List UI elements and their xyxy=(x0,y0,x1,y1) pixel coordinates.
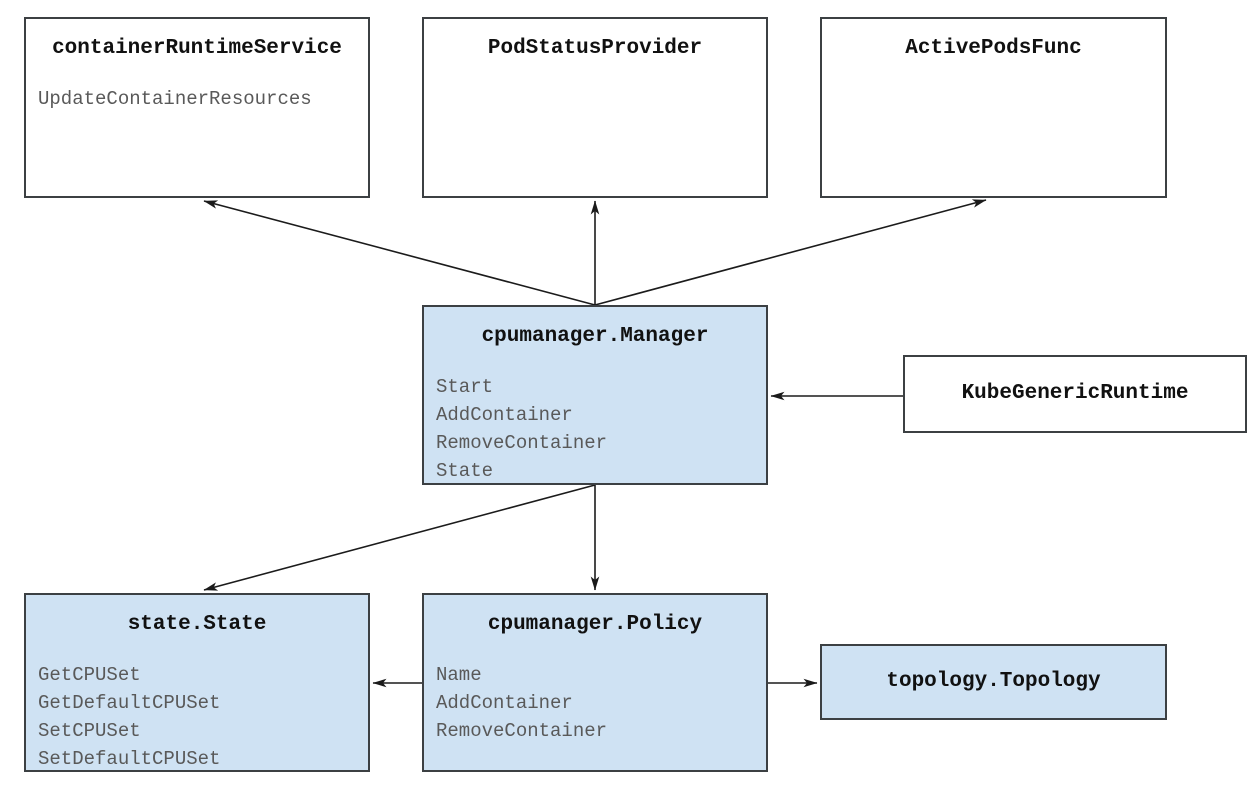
method-item: SetCPUSet xyxy=(38,720,141,742)
box-title: containerRuntimeService xyxy=(52,37,342,60)
box-title: topology.Topology xyxy=(886,670,1101,693)
box-active-pods-func: ActivePodsFunc xyxy=(820,17,1167,198)
box-state-state: state.State GetCPUSet GetDefaultCPUSet S… xyxy=(24,593,370,772)
method-item: AddContainer xyxy=(436,404,573,426)
box-pod-status-provider: PodStatusProvider xyxy=(422,17,768,198)
method-item: UpdateContainerResources xyxy=(38,88,312,110)
box-method-list: GetCPUSet GetDefaultCPUSet SetCPUSet Set… xyxy=(26,661,368,773)
box-method-list: Name AddContainer RemoveContainer xyxy=(424,661,766,745)
box-kube-generic-runtime: KubeGenericRuntime xyxy=(903,355,1247,433)
method-item: GetDefaultCPUSet xyxy=(38,692,221,714)
box-title: PodStatusProvider xyxy=(487,37,703,60)
box-topology-topology: topology.Topology xyxy=(820,644,1167,720)
arrow-manager-to-state-state xyxy=(203,484,596,591)
box-title: ActivePodsFunc xyxy=(905,37,1082,60)
method-item: SetDefaultCPUSet xyxy=(38,748,221,770)
arrow-manager-to-active-pods-func xyxy=(594,199,987,306)
box-title: cpumanager.Manager xyxy=(481,325,709,348)
box-title: state.State xyxy=(127,613,267,636)
method-item: Start xyxy=(436,376,494,398)
method-item: Name xyxy=(436,664,482,686)
arrow-manager-to-container-runtime-service xyxy=(203,200,596,306)
method-item: GetCPUSet xyxy=(38,664,141,686)
method-item: State xyxy=(436,460,494,482)
method-item: AddContainer xyxy=(436,692,573,714)
method-item: RemoveContainer xyxy=(436,720,608,742)
box-cpumanager-policy: cpumanager.Policy Name AddContainer Remo… xyxy=(422,593,768,772)
method-item: RemoveContainer xyxy=(436,432,608,454)
box-cpumanager-manager: cpumanager.Manager Start AddContainer Re… xyxy=(422,305,768,485)
box-method-list: UpdateContainerResources xyxy=(26,85,368,113)
box-container-runtime-service: containerRuntimeService UpdateContainerR… xyxy=(24,17,370,198)
box-title: cpumanager.Policy xyxy=(487,613,703,636)
box-title: KubeGenericRuntime xyxy=(961,382,1189,405)
box-method-list: Start AddContainer RemoveContainer State xyxy=(424,373,766,485)
